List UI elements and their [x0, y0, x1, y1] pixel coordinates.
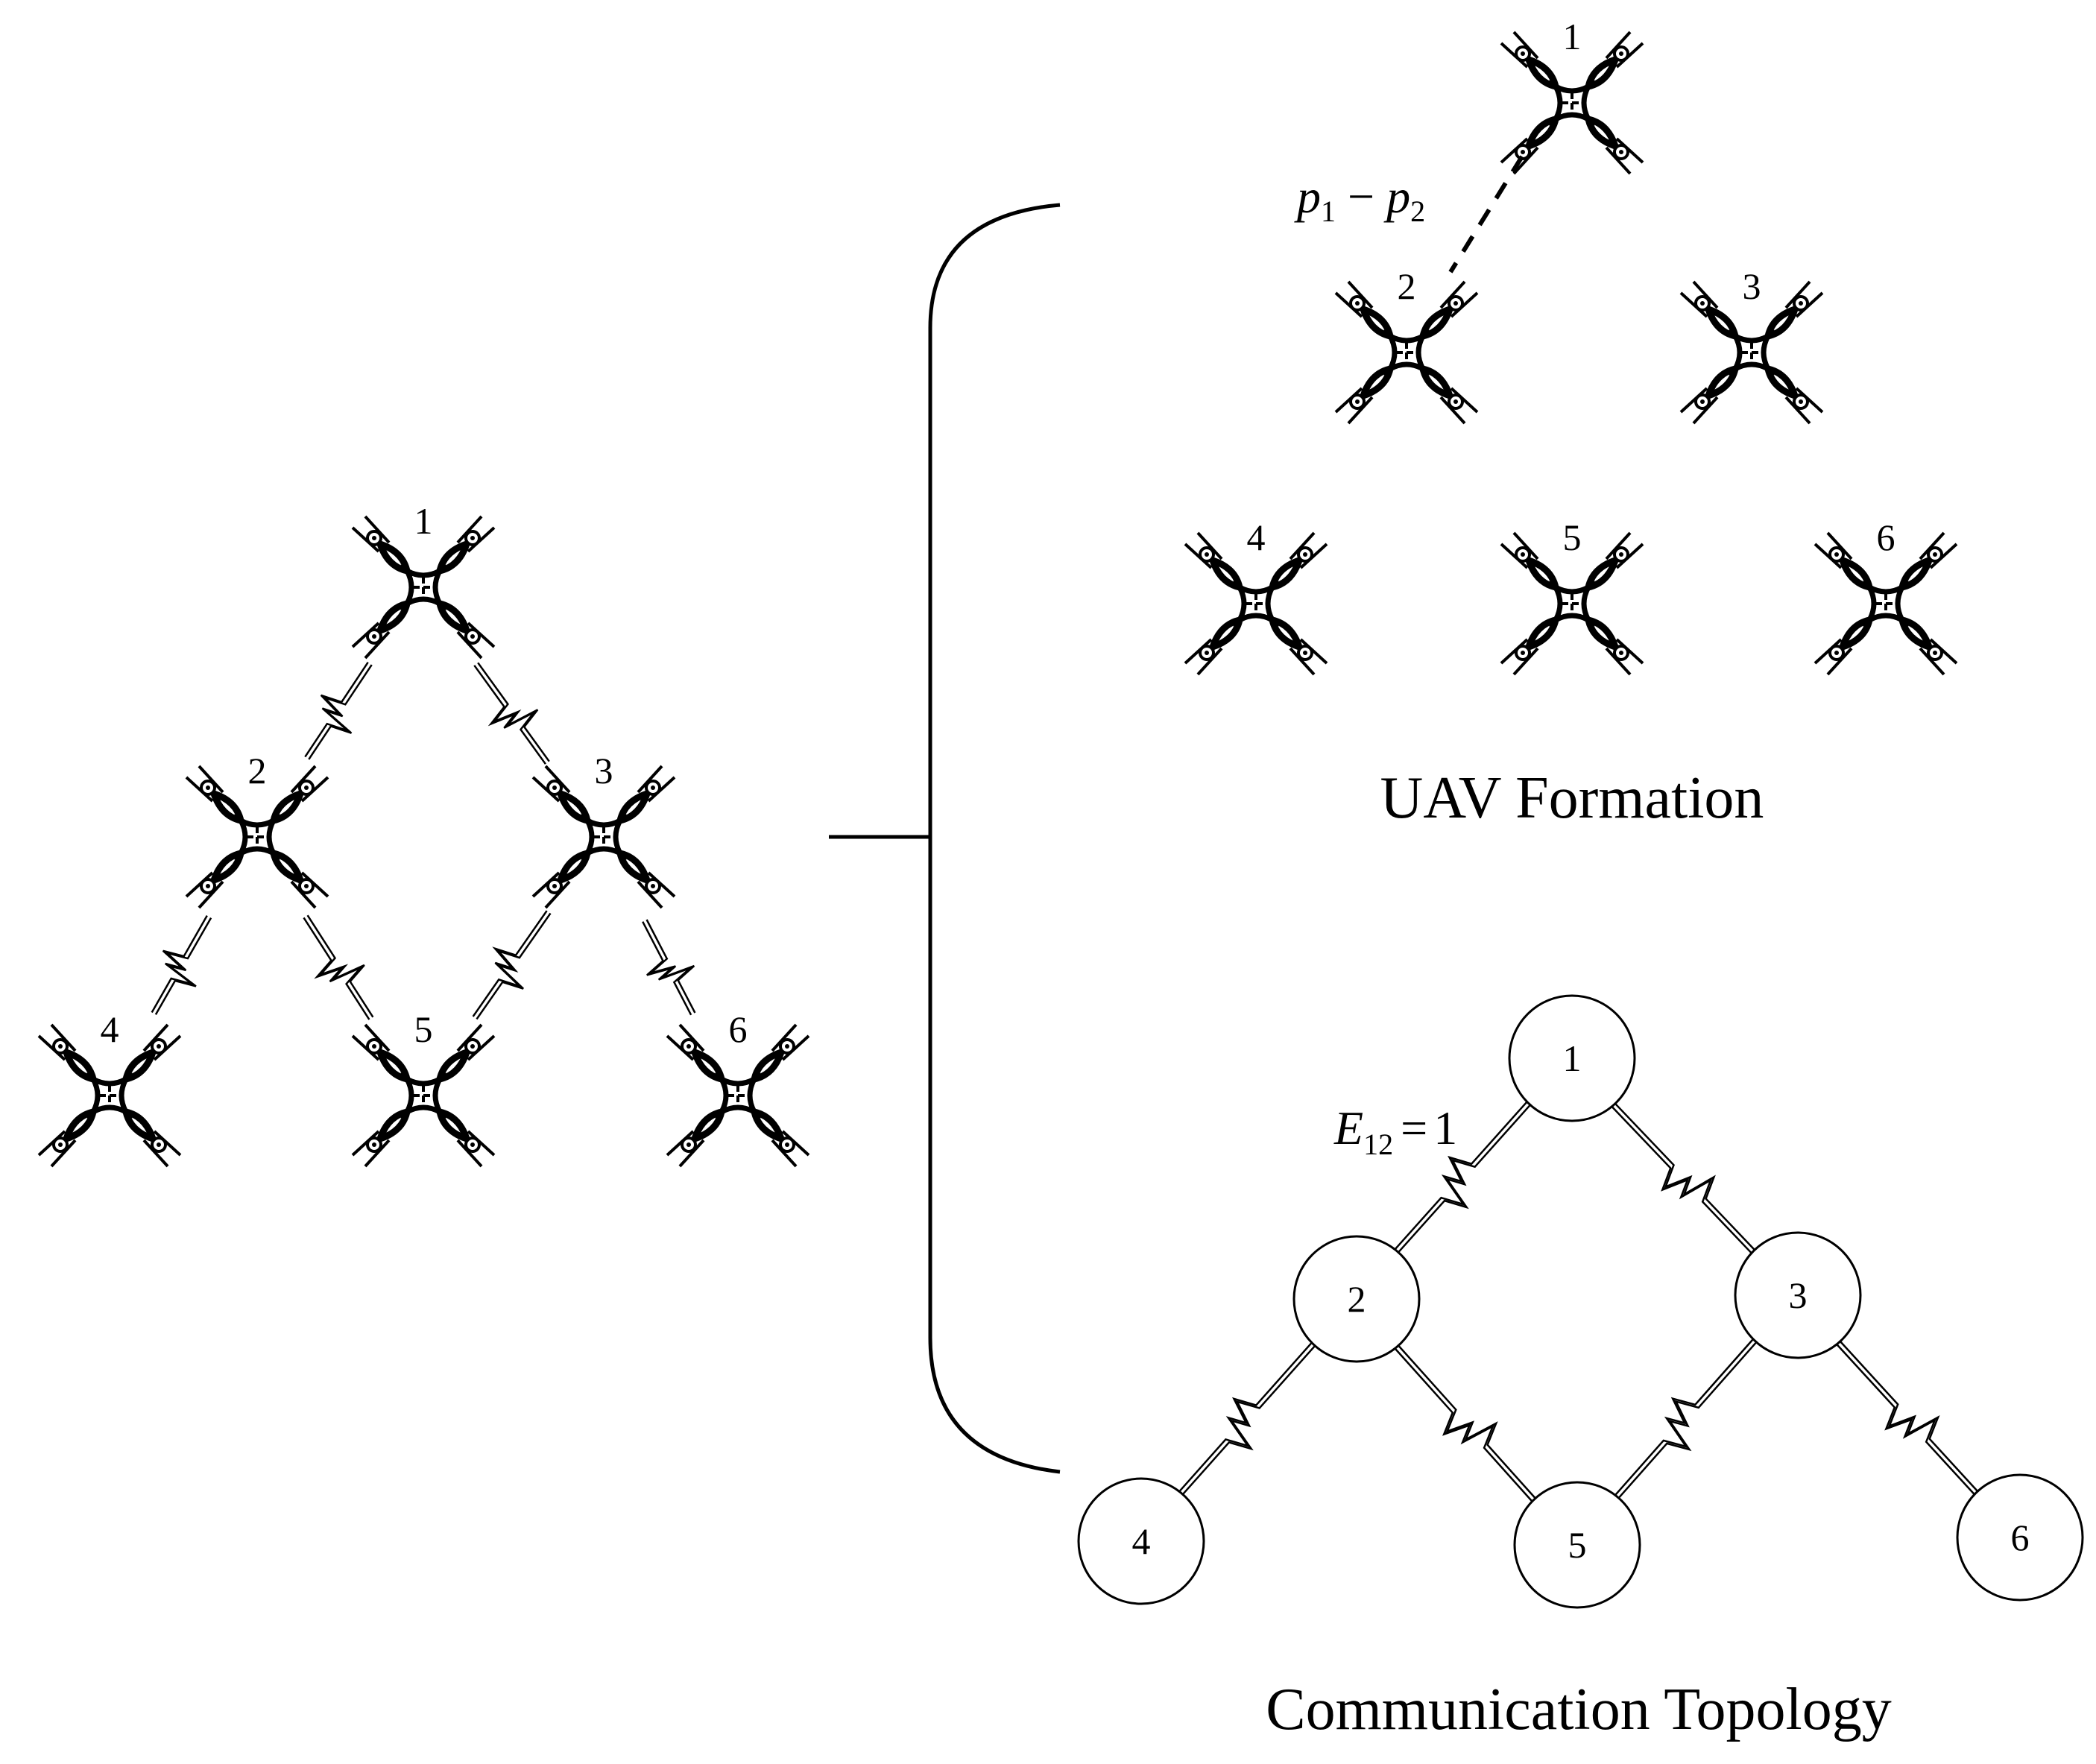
left-drone-label: 2 — [248, 750, 267, 791]
topology-caption: Communication Topology — [1266, 1677, 1892, 1742]
left-link-3-6 — [642, 919, 696, 1016]
node-circle — [1508, 994, 1636, 1122]
node-circle — [1077, 1477, 1205, 1605]
formation-drone-label: 1 — [1563, 16, 1582, 57]
formation-drone-label: 2 — [1398, 265, 1416, 307]
left-link-2-4 — [151, 914, 212, 1016]
formation-drone-3: 3 — [1681, 265, 1822, 423]
left-link-1-2 — [304, 662, 373, 760]
node-label: 6 — [2011, 1517, 2030, 1558]
relative-position-label: p1−p2 — [1294, 170, 1425, 228]
topology-node-4: 4 — [1077, 1477, 1205, 1605]
left-drone-5: 5 — [353, 1008, 494, 1166]
topology-link-3-6 — [1836, 1341, 1979, 1495]
node-circle — [1513, 1481, 1641, 1609]
formation-drone-1: 1 — [1501, 16, 1643, 174]
node-label: 1 — [1563, 1037, 1582, 1079]
topology-node-2: 2 — [1292, 1235, 1421, 1363]
left-drone-label: 1 — [414, 500, 433, 542]
topology-node-6: 6 — [1956, 1473, 2084, 1602]
node-circle — [1734, 1231, 1862, 1359]
node-circle — [1956, 1473, 2084, 1602]
left-link-1-3 — [473, 662, 550, 765]
node-label: 5 — [1568, 1524, 1587, 1566]
topology-link-2-5 — [1394, 1344, 1536, 1502]
left-link-3-5 — [472, 910, 552, 1020]
formation-drone-group: 1 2 3 4 5 6 — [1185, 16, 1957, 674]
formation-drone-label: 5 — [1563, 516, 1582, 558]
left-drone-label: 3 — [595, 750, 613, 791]
node-label: 2 — [1348, 1278, 1366, 1320]
left-drone-1: 1 — [353, 500, 494, 658]
formation-drone-4: 4 — [1185, 516, 1327, 674]
left-drone-group: 1 2 3 4 5 6 — [39, 500, 809, 1166]
grouping-brace — [829, 203, 1061, 1474]
relative-position-link — [1448, 155, 1524, 274]
topology-edges — [1178, 1101, 1979, 1502]
left-drone-4: 4 — [39, 1008, 180, 1166]
formation-caption: UAV Formation — [1380, 765, 1764, 831]
formation-drone-label: 4 — [1247, 516, 1266, 558]
topology-node-group: 1 2 3 4 5 6 — [1077, 994, 2084, 1609]
topology-node-3: 3 — [1734, 1231, 1862, 1359]
left-drone-label: 4 — [101, 1008, 119, 1050]
formation-drone-2: 2 — [1336, 265, 1477, 423]
left-drone-3: 3 — [533, 750, 675, 908]
formation-drone-5: 5 — [1501, 516, 1643, 674]
formation-drone-6: 6 — [1815, 516, 1957, 674]
topology-node-1: 1 — [1508, 994, 1636, 1122]
topology-link-1-3 — [1611, 1102, 1756, 1254]
formation-drone-label: 3 — [1743, 265, 1761, 307]
topology-link-2-4 — [1178, 1341, 1316, 1496]
node-circle — [1292, 1235, 1421, 1363]
edge-weight-label: E12=1 — [1333, 1101, 1457, 1161]
left-comm-links — [151, 662, 696, 1020]
node-label: 4 — [1132, 1520, 1151, 1562]
left-drone-2: 2 — [186, 750, 328, 908]
formation-drone-label: 6 — [1877, 516, 1895, 558]
left-link-2-5 — [303, 914, 374, 1020]
left-drone-label: 6 — [729, 1008, 748, 1050]
left-drone-6: 6 — [667, 1008, 809, 1166]
topology-link-3-5 — [1614, 1338, 1758, 1499]
topology-node-5: 5 — [1513, 1481, 1641, 1609]
node-label: 3 — [1789, 1274, 1808, 1316]
left-drone-label: 5 — [414, 1008, 433, 1050]
topology-link-1-2 — [1394, 1101, 1531, 1254]
